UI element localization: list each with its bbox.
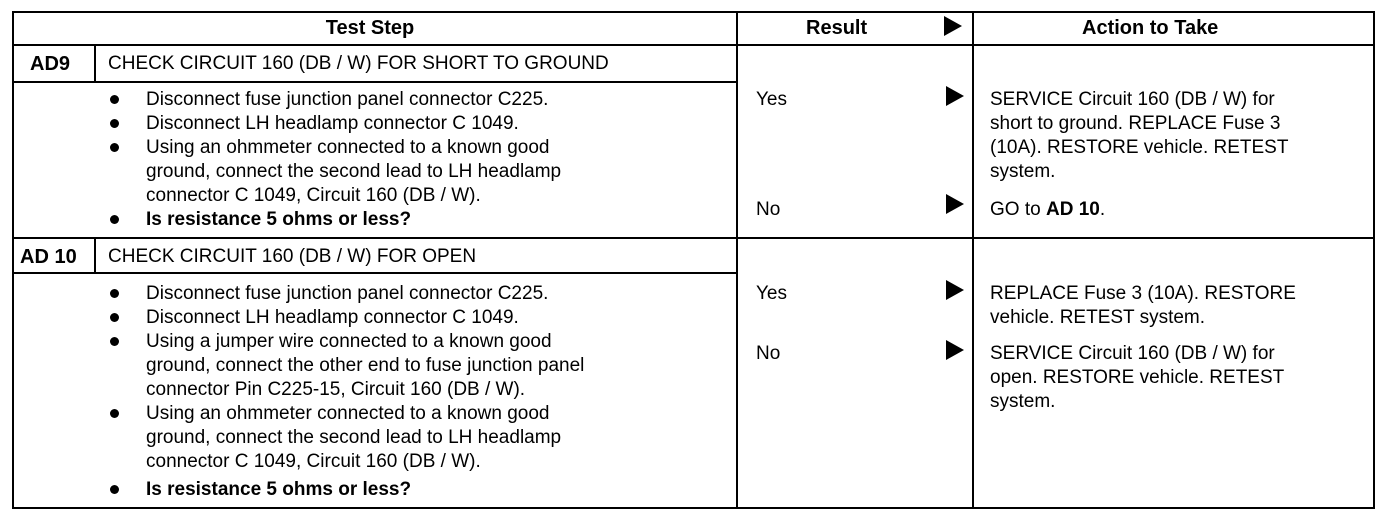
ad9-bullet-3-line-3: connector C 1049, Circuit 160 (DB / W).: [146, 185, 481, 206]
ad9-row-bottom-border: [12, 237, 1373, 239]
ad9-bullet-1: Disconnect fuse junction panel connector…: [146, 89, 549, 110]
ad9-bullet-2: Disconnect LH headlamp connector C 1049.: [146, 113, 519, 134]
ad10-question: Is resistance 5 ohms or less?: [146, 479, 412, 500]
ad9-yes-action-line-3: (10A). RESTORE vehicle. RETEST: [990, 137, 1289, 158]
bullet-icon: [110, 337, 119, 346]
arrow-icon: [946, 86, 964, 106]
ad10-no-action-line-2: open. RESTORE vehicle. RETEST: [990, 367, 1285, 388]
ad9-no-action-prefix: GO to: [990, 199, 1046, 220]
ad9-no-action-suffix: .: [1099, 199, 1106, 220]
step-result-divider: [736, 11, 738, 509]
ad10-title-bottom-border: [12, 272, 736, 274]
table-right-border: [1373, 11, 1375, 509]
step-title-ad9: CHECK CIRCUIT 160 (DB / W) FOR SHORT TO …: [108, 53, 609, 74]
ad9-yes-action-line-4: system.: [990, 161, 1056, 182]
header-action: Action to Take: [1082, 17, 1219, 39]
ad10-bullet-4-line-2: ground, connect the second lead to LH he…: [146, 427, 562, 448]
bullet-icon: [110, 119, 119, 128]
ad10-bullet-3-line-1: Using a jumper wire connected to a known…: [146, 331, 552, 352]
ad10-no-action-line-1: SERVICE Circuit 160 (DB / W) for: [990, 343, 1275, 364]
ad10-bullet-3-line-3: connector Pin C225-15, Circuit 160 (DB /…: [146, 379, 526, 400]
ad9-bullet-3-line-1: Using an ohmmeter connected to a known g…: [146, 137, 550, 158]
ad10-bullet-3-line-2: ground, connect the other end to fuse ju…: [146, 355, 585, 376]
step-id-ad9: AD9: [30, 53, 71, 75]
result-action-divider: [972, 11, 974, 509]
table-top-border: [12, 11, 1373, 13]
id-column-divider-ad10: [94, 237, 96, 273]
arrow-icon: [946, 340, 964, 360]
ad10-result-yes: Yes: [756, 283, 787, 304]
step-id-ad10: AD 10: [20, 246, 77, 268]
header-bottom-border: [12, 44, 1373, 46]
arrow-icon: [946, 194, 964, 214]
bullet-icon: [110, 143, 119, 152]
id-column-divider-ad9: [94, 44, 96, 82]
header-test-step: Test Step: [325, 17, 415, 39]
ad9-result-no: No: [756, 199, 781, 220]
ad9-result-yes: Yes: [756, 89, 787, 110]
ad10-bullet-2: Disconnect LH headlamp connector C 1049.: [146, 307, 519, 328]
ad9-no-action: GO to AD 10.: [990, 198, 1105, 221]
ad9-yes-action-line-1: SERVICE Circuit 160 (DB / W) for: [990, 89, 1275, 110]
arrow-icon: [946, 280, 964, 300]
bullet-icon: [110, 485, 119, 494]
bullet-icon: [110, 95, 119, 104]
ad10-bullet-1: Disconnect fuse junction panel connector…: [146, 283, 549, 304]
ad10-yes-action-line-1: REPLACE Fuse 3 (10A). RESTORE: [990, 283, 1296, 304]
ad10-result-no: No: [756, 343, 781, 364]
table-bottom-border: [12, 507, 1373, 509]
ad9-title-bottom-border: [12, 81, 736, 83]
ad10-yes-action-line-2: vehicle. RETEST system.: [990, 307, 1206, 328]
ad9-yes-action-line-2: short to ground. REPLACE Fuse 3: [990, 113, 1281, 134]
step-title-ad10: CHECK CIRCUIT 160 (DB / W) FOR OPEN: [108, 246, 477, 267]
ad9-no-action-link: AD 10: [1045, 199, 1100, 220]
bullet-icon: [110, 215, 119, 224]
bullet-icon: [110, 289, 119, 298]
table-left-border: [12, 11, 14, 509]
ad9-question: Is resistance 5 ohms or less?: [146, 209, 412, 230]
header-arrow-icon: [944, 16, 962, 36]
bullet-icon: [110, 409, 119, 418]
ad10-no-action-line-3: system.: [990, 391, 1056, 412]
ad10-bullet-4-line-1: Using an ohmmeter connected to a known g…: [146, 403, 550, 424]
ad10-bullet-4-line-3: connector C 1049, Circuit 160 (DB / W).: [146, 451, 481, 472]
bullet-icon: [110, 313, 119, 322]
ad9-bullet-3-line-2: ground, connect the second lead to LH he…: [146, 161, 562, 182]
header-result: Result: [806, 17, 868, 39]
